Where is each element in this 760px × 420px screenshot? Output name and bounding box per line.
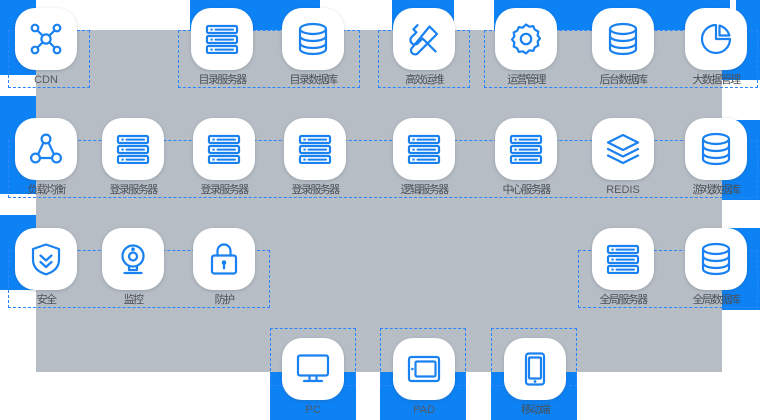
group-global <box>578 250 758 308</box>
smartphone-icon <box>504 338 566 400</box>
node-label-pc: PC <box>305 404 321 416</box>
node-game-db[interactable]: 游戏数据库 <box>684 118 748 197</box>
node-label-dir-server: 目录服务器 <box>198 74 248 86</box>
camera-monitor-icon <box>102 228 164 290</box>
server-rack-icon <box>193 118 255 180</box>
shield-icon <box>15 228 77 290</box>
gear-icon <box>495 8 557 70</box>
node-label-security: 安全 <box>36 294 57 306</box>
node-pc[interactable]: PC <box>281 338 345 417</box>
node-login-1[interactable]: 登录服务器 <box>101 118 165 197</box>
node-label-logic-server: 逻辑服务器 <box>400 184 450 196</box>
node-login-3[interactable]: 登录服务器 <box>283 118 347 197</box>
node-global-server[interactable]: 全局服务器 <box>591 228 655 307</box>
node-label-cdn: CDN <box>34 74 58 86</box>
server-rack-icon <box>393 118 455 180</box>
node-global-db[interactable]: 全局数据库 <box>684 228 748 307</box>
node-label-pad: PAD <box>413 404 435 416</box>
group-directory <box>178 30 360 88</box>
server-rack-icon <box>495 118 557 180</box>
lock-icon <box>193 228 255 290</box>
node-security[interactable]: 安全 <box>14 228 78 307</box>
group-service <box>8 140 758 198</box>
load-balance-icon <box>15 118 77 180</box>
cdn-network-icon <box>15 8 77 70</box>
node-mobile[interactable]: 移动端 <box>503 338 567 417</box>
node-label-mobile: 移动端 <box>520 404 551 416</box>
server-rack-icon <box>102 118 164 180</box>
node-label-game-db: 游戏数据库 <box>692 184 742 196</box>
node-label-center-server: 中心服务器 <box>502 184 552 196</box>
node-label-login-2: 登录服务器 <box>200 184 250 196</box>
node-dir-server[interactable]: 目录服务器 <box>190 8 254 87</box>
node-load-balance[interactable]: 负载均衡 <box>14 118 78 197</box>
node-label-redis: REDIS <box>606 184 640 196</box>
server-rack-icon <box>191 8 253 70</box>
node-pad[interactable]: PAD <box>392 338 456 417</box>
database-icon <box>592 8 654 70</box>
layers-stack-icon <box>592 118 654 180</box>
tablet-icon <box>393 338 455 400</box>
node-label-load-balance: 负载均衡 <box>27 184 66 196</box>
server-rack-icon <box>284 118 346 180</box>
tools-wrench-icon <box>393 8 455 70</box>
node-protection[interactable]: 防护 <box>192 228 256 307</box>
node-dir-db[interactable]: 目录数据库 <box>281 8 345 87</box>
node-label-bigdata: 大数据管理 <box>692 74 742 86</box>
server-rack-icon <box>592 228 654 290</box>
node-backend-db[interactable]: 后台数据库 <box>591 8 655 87</box>
node-label-login-3: 登录服务器 <box>291 184 341 196</box>
node-login-2[interactable]: 登录服务器 <box>192 118 256 197</box>
node-bigdata[interactable]: 大数据管理 <box>684 8 748 87</box>
desktop-monitor-icon <box>282 338 344 400</box>
node-monitor[interactable]: 监控 <box>101 228 165 307</box>
node-label-backend-db: 后台数据库 <box>599 74 649 86</box>
node-label-monitor: 监控 <box>123 294 144 306</box>
database-icon <box>282 8 344 70</box>
node-label-ops: 高效运维 <box>405 74 444 86</box>
node-center-server[interactable]: 中心服务器 <box>494 118 558 197</box>
node-label-global-server: 全局服务器 <box>599 294 649 306</box>
node-label-login-1: 登录服务器 <box>109 184 159 196</box>
node-label-dir-db: 目录数据库 <box>289 74 339 86</box>
database-icon <box>685 118 747 180</box>
node-label-ops-mgmt: 运营管理 <box>507 74 546 86</box>
pie-chart-icon <box>685 8 747 70</box>
node-cdn[interactable]: CDN <box>14 8 78 87</box>
node-logic-server[interactable]: 逻辑服务器 <box>392 118 456 197</box>
node-ops-mgmt[interactable]: 运营管理 <box>494 8 558 87</box>
node-redis[interactable]: REDIS <box>591 118 655 197</box>
node-ops[interactable]: 高效运维 <box>392 8 456 87</box>
database-icon <box>685 228 747 290</box>
node-label-global-db: 全局数据库 <box>692 294 742 306</box>
node-label-protection: 防护 <box>214 294 235 306</box>
